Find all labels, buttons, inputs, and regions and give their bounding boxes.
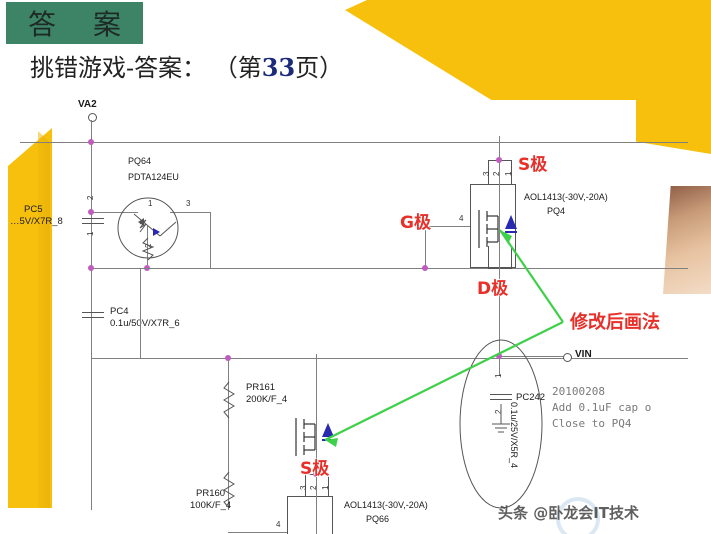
page-title-suffix: 页） (295, 54, 344, 82)
junction-mid-left (88, 265, 94, 271)
wire-rail-top (20, 142, 688, 143)
eco-note-line-1: 20100208 (552, 385, 605, 398)
page-title: 挑错游戏-答案： （第33页） (30, 48, 343, 83)
pin-number-pc5-bot: 1 (86, 231, 95, 236)
component-value-pq66: AOL1413(-30V,-20A) (344, 500, 428, 510)
pin-number-pq4-3: 3 (482, 171, 491, 176)
page-title-prefix: 挑错游戏-答案： （第 (30, 54, 262, 82)
eco-note-line-3: Close to PQ4 (552, 417, 632, 430)
wire-pq64-right-drop (210, 212, 211, 268)
wire-pq4-gate (425, 226, 470, 227)
answer-badge: 答 案 (6, 2, 143, 44)
wire-pq4-gate-drop (425, 226, 426, 268)
junction-col228-rail (225, 355, 231, 361)
wire-pq64-pin3 (170, 212, 210, 213)
wire-pq66-gate (228, 532, 287, 533)
terminal-va2 (88, 113, 97, 122)
wire-branch-col140 (140, 268, 141, 358)
net-label-va2: VA2 (78, 99, 97, 110)
junction-pq66-source (313, 471, 319, 477)
component-value-pc242: 0.1u/25V/X5R_4 (509, 402, 519, 469)
watermark-logo-circle (556, 497, 600, 534)
decorative-photo-edge (663, 186, 711, 294)
pin-number-pq66-3: 3 (299, 485, 308, 490)
net-label-vin: VIN (575, 349, 592, 360)
pole-label-s-bottom: S极 (300, 459, 330, 479)
wire-pq64-pin1 (91, 212, 138, 213)
component-value-pc4: 0.1u/50V/X7R_6 (110, 318, 180, 329)
pin-number-pc242-top: 1 (494, 373, 503, 378)
page-number: 33 (261, 53, 296, 82)
component-value-pc5: …5V/X7R_8 (10, 216, 63, 227)
junction-vin (496, 353, 502, 359)
component-ref-pc242: PC242 (516, 392, 546, 403)
component-ref-pc4: PC4 (110, 306, 129, 317)
eco-note-line-2: Add 0.1uF cap o (552, 401, 652, 414)
wire-branch-col228 (228, 358, 229, 510)
pin-number-pq66-4: 4 (276, 520, 281, 529)
junction-va2-rail (88, 139, 94, 145)
component-ref-pq66: PQ66 (366, 514, 390, 524)
component-ref-pq64: PQ64 (128, 156, 152, 166)
watermark-text: 头条 @卧龙会IT技术 (498, 504, 640, 522)
mosfet-pq4-drain-tab (488, 246, 512, 269)
revised-drawing-label: 修改后画法 (570, 312, 660, 333)
junction-pq64-pin1 (88, 209, 94, 215)
component-ref-pr161: PR161 (246, 382, 276, 393)
yellow-banner-top (345, 0, 711, 100)
junction-pq4-source (496, 157, 502, 163)
component-ref-pq4: PQ4 (547, 206, 566, 216)
pin-number-pq4-1: 1 (504, 171, 513, 176)
component-value-pq64: PDTA124EU (128, 172, 179, 182)
terminal-vin (563, 353, 572, 362)
pin-number-pq66-1: 1 (321, 485, 330, 490)
pin-number-pq64-3: 3 (186, 199, 191, 208)
schematic-sheet: VA2 PQ64 PDTA124EU 1 3 2 PC5 …5V/X7R_8 2… (0, 96, 711, 534)
pin-number-pq64-2: 2 (144, 243, 153, 248)
component-value-pr161: 200K/F_4 (246, 394, 288, 405)
pin-number-pq4-4: 4 (459, 214, 464, 223)
pole-label-s-top: S极 (518, 155, 548, 175)
pin-number-pq66-2: 2 (309, 485, 318, 490)
pin-number-pq4-2: 2 (492, 171, 501, 176)
pin-number-pc242-bot: 2 (494, 409, 503, 414)
junction-pq4-gate-rail (422, 265, 428, 271)
component-ref-pc5: PC5 (24, 204, 43, 215)
component-value-pq4: AOL1413(-30V,-20A) (524, 192, 608, 202)
pin-number-pc5-top: 2 (86, 195, 95, 200)
answer-badge-label: 答 案 (28, 8, 135, 41)
mosfet-pq66-body (287, 496, 333, 534)
pole-label-d-top: D极 (477, 279, 509, 299)
yellow-band-left-shadow (38, 131, 50, 508)
wire-rail-mid (91, 268, 688, 269)
wire-rail-lower (91, 358, 688, 359)
wire-vin (499, 356, 563, 357)
component-ref-pr160: PR160 (196, 488, 226, 499)
pin-number-pq64-1: 1 (148, 199, 153, 208)
wire-pq66-center-upper (316, 354, 317, 534)
wire-va2-vertical (91, 120, 92, 510)
component-value-pr160: 100K/F_4 (190, 500, 232, 511)
pole-label-g-top: G极 (400, 213, 431, 233)
